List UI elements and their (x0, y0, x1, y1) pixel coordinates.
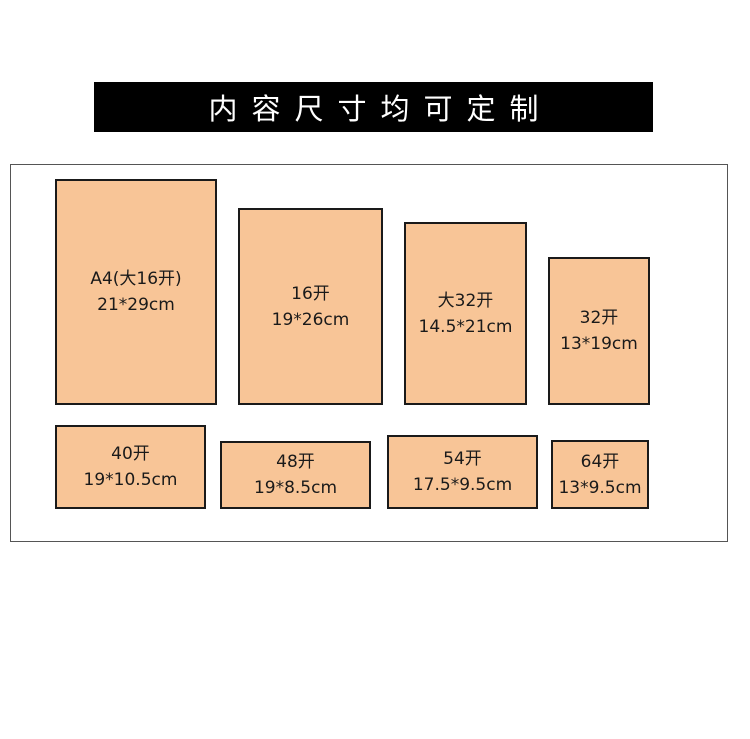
size-card-format: A4(大16开) (90, 269, 182, 289)
size-card-dimensions: 13*19cm (560, 334, 638, 354)
size-card-format: 16开 (291, 283, 330, 304)
size-card-a4: A4(大16开) 21*29cm (55, 179, 217, 405)
size-card-32k: 32开 13*19cm (548, 257, 650, 405)
size-card-48k: 48开 19*8.5cm (220, 441, 371, 509)
size-card-dimensions: 14.5*21cm (418, 316, 513, 337)
size-card-format: 64开 (580, 451, 620, 472)
size-card-dimensions: 21*29cm (97, 295, 175, 315)
size-card-format: 大32开 (437, 290, 494, 311)
size-card-16k: 16开 19*26cm (238, 208, 383, 405)
size-card-40k: 40开 19*10.5cm (55, 425, 206, 509)
size-card-dimensions: 19*8.5cm (253, 478, 338, 498)
size-card-format: 48开 (276, 452, 315, 472)
size-card-dimensions: 13*9.5cm (558, 477, 642, 498)
size-card-dimensions: 19*26cm (271, 309, 350, 330)
size-card-dimensions: 19*10.5cm (83, 470, 178, 490)
size-card-format: 54开 (443, 449, 482, 469)
size-card-64k: 64开 13*9.5cm (551, 440, 649, 509)
size-card-format: 32开 (579, 308, 619, 328)
size-card-format: 40开 (111, 444, 150, 464)
banner-title: 内容尺寸均可定制 (94, 82, 653, 132)
size-card-dimensions: 17.5*9.5cm (412, 475, 513, 495)
size-card-54k: 54开 17.5*9.5cm (387, 435, 538, 509)
size-card-large-32k: 大32开 14.5*21cm (404, 222, 527, 405)
